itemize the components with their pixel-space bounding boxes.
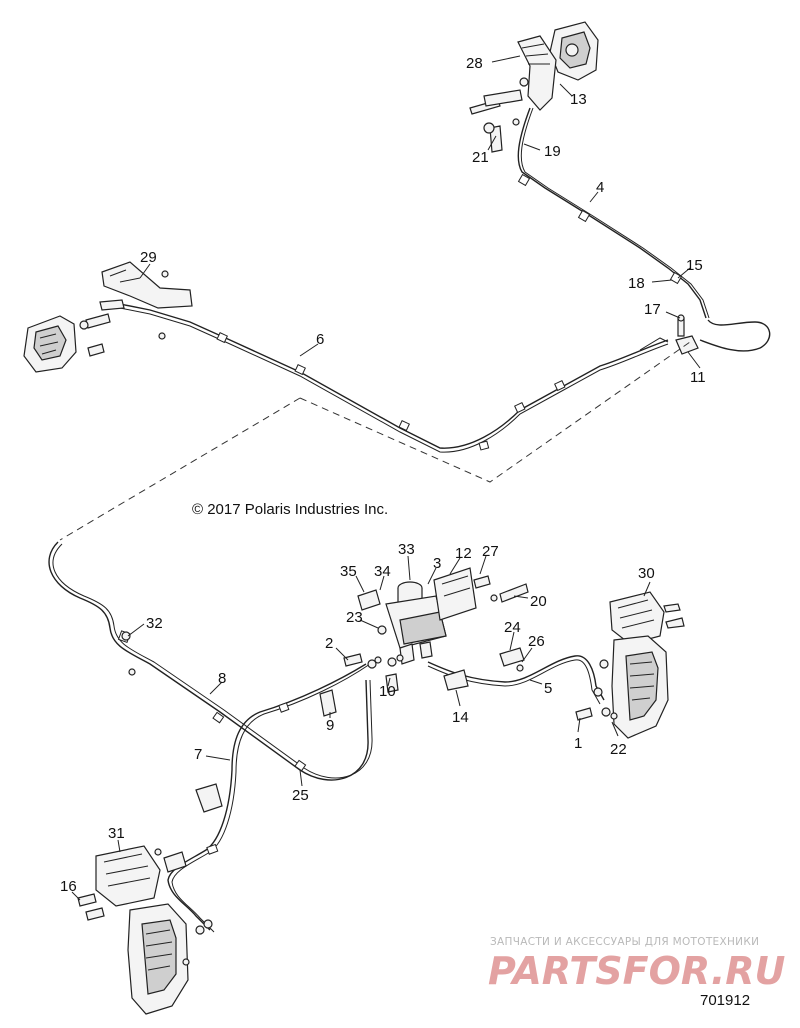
callout-7: 7 [194,746,202,763]
callout-14: 14 [452,709,469,726]
watermark-tagline: ЗАПЧАСТИ И АКСЕССУАРЫ ДЛЯ МОТОТЕХНИКИ [490,936,759,948]
watermark-brand: PARTSFOR.RU [488,949,786,993]
callout-23: 23 [346,609,363,626]
diagram-id: 701912 [700,992,750,1009]
brake-line-7 [167,663,367,931]
callout-10: 10 [379,683,396,700]
callout-27: 27 [482,543,499,560]
callout-16: 16 [60,878,77,895]
master-cylinder [357,567,477,665]
callout-12: 12 [455,545,472,562]
callout-8: 8 [218,670,226,687]
front-left-caliper [95,845,189,1015]
copyright-notice: © 2017 Polaris Industries Inc. [192,501,388,518]
master-cylinder-hardware [319,575,529,717]
callout-21: 21 [472,149,489,166]
callout-33: 33 [398,541,415,558]
callout-34: 34 [374,563,391,580]
callout-31: 31 [108,825,125,842]
front-right-caliper [609,591,669,739]
callout-15: 15 [686,257,703,274]
rear-right-hardware [469,77,529,153]
callout-24: 24 [504,619,521,636]
callout-35: 35 [340,563,357,580]
callout-32: 32 [146,615,163,632]
rear-left-hardware [79,270,169,357]
rear-right-caliper [517,21,599,111]
fitting-24 [499,647,525,667]
callout-20: 20 [530,593,547,610]
watermark: ЗАПЧАСТИ И АКСЕССУАРЫ ДЛЯ МОТОТЕХНИКИ PA… [488,936,786,993]
callout-18: 18 [628,275,645,292]
callout-30: 30 [638,565,655,582]
front-right-hardware [575,603,685,721]
callout-6: 6 [316,331,324,348]
callout-29: 29 [140,249,157,266]
brake-line-4 [517,107,707,319]
junction-block [675,314,699,355]
callout-2: 2 [325,635,333,652]
flex-hose-right [699,319,771,352]
callout-9: 9 [326,717,334,734]
callout-3: 3 [433,555,441,572]
callout-22: 22 [610,741,627,758]
front-left-hardware [77,783,223,966]
callout-28: 28 [466,55,483,72]
rear-left-caliper [23,261,193,373]
clamp-14 [443,669,469,691]
dashed-connector [59,341,691,541]
callout-26: 26 [528,633,545,650]
callout-19: 19 [544,143,561,160]
callout-1: 1 [574,735,582,752]
leader-lines [71,55,701,901]
callout-17: 17 [644,301,661,318]
callout-4: 4 [596,179,604,196]
brake-line-8 [48,541,369,781]
fitting-32 [121,631,131,641]
callout-13: 13 [570,91,587,108]
callout-25: 25 [292,787,309,804]
callout-labels: 1 2 3 4 5 6 7 8 9 10 11 12 13 14 15 16 1… [60,55,706,895]
callout-11: 11 [690,369,706,386]
callout-5: 5 [544,680,552,697]
brake-line-6 [109,301,669,449]
